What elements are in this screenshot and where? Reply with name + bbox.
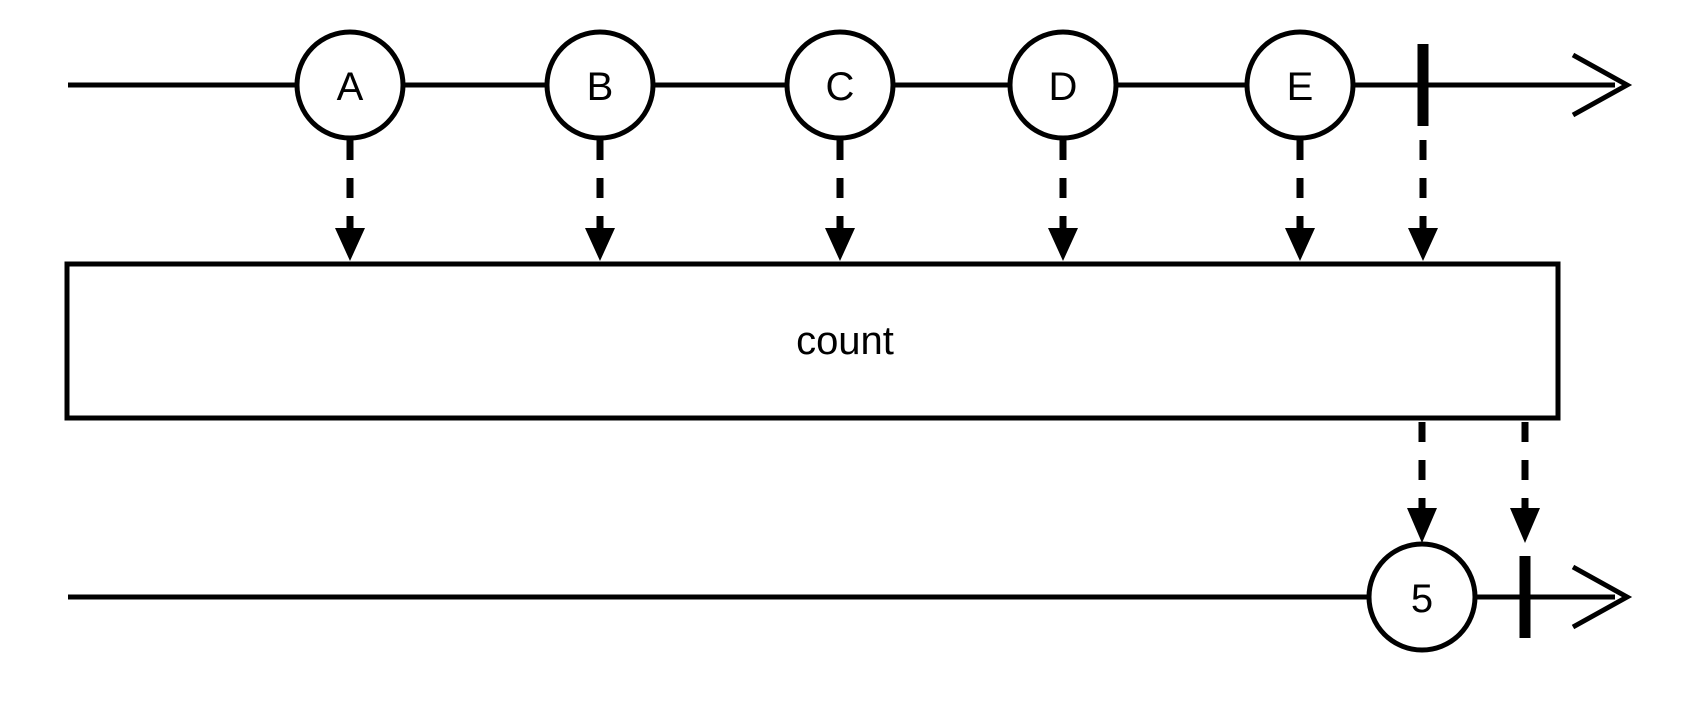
marble-label: B (587, 65, 614, 109)
input-link-d (1048, 140, 1078, 261)
marble-circle (1366, 541, 1478, 653)
marble-label: 5 (1411, 577, 1433, 621)
output-link-value (1407, 422, 1437, 543)
arrowhead-icon (1048, 228, 1078, 261)
source-marble-c[interactable]: C (784, 29, 896, 141)
input-link-complete (1408, 140, 1438, 261)
marble-circle (1007, 29, 1119, 141)
input-link-b (585, 140, 615, 261)
input-link-c (825, 140, 855, 261)
operator-box-rect (64, 261, 1561, 421)
arrowhead-icon (825, 228, 855, 261)
arrowhead-icon (1285, 228, 1315, 261)
input-link-a (335, 140, 365, 261)
arrowhead-icon (585, 228, 615, 261)
source-marble-d[interactable]: D (1007, 29, 1119, 141)
arrowhead-icon (1408, 228, 1438, 261)
marble-circle (294, 29, 406, 141)
source-marble-a[interactable]: A (294, 29, 406, 141)
marble-circle (1244, 29, 1356, 141)
source-timeline-arrowhead (1571, 52, 1633, 118)
marble-label: A (337, 65, 364, 109)
marble-label: C (826, 65, 855, 109)
arrowhead-icon (335, 228, 365, 261)
input-link-e (1285, 140, 1315, 261)
operator-box[interactable]: count (64, 261, 1561, 421)
marble-circle (544, 29, 656, 141)
source-marble-e[interactable]: E (1244, 29, 1356, 141)
result-marble-5[interactable]: 5 (1366, 541, 1478, 653)
output-link-complete (1510, 422, 1540, 543)
operator-label: count (796, 319, 894, 363)
source-marble-b[interactable]: B (544, 29, 656, 141)
marble-circle (784, 29, 896, 141)
result-timeline (68, 564, 1633, 630)
marble-label: D (1049, 65, 1078, 109)
result-timeline-arrowhead (1571, 564, 1633, 630)
arrowhead-icon (1510, 508, 1540, 543)
marble-label: E (1287, 65, 1314, 109)
arrowhead-icon (1407, 508, 1437, 543)
